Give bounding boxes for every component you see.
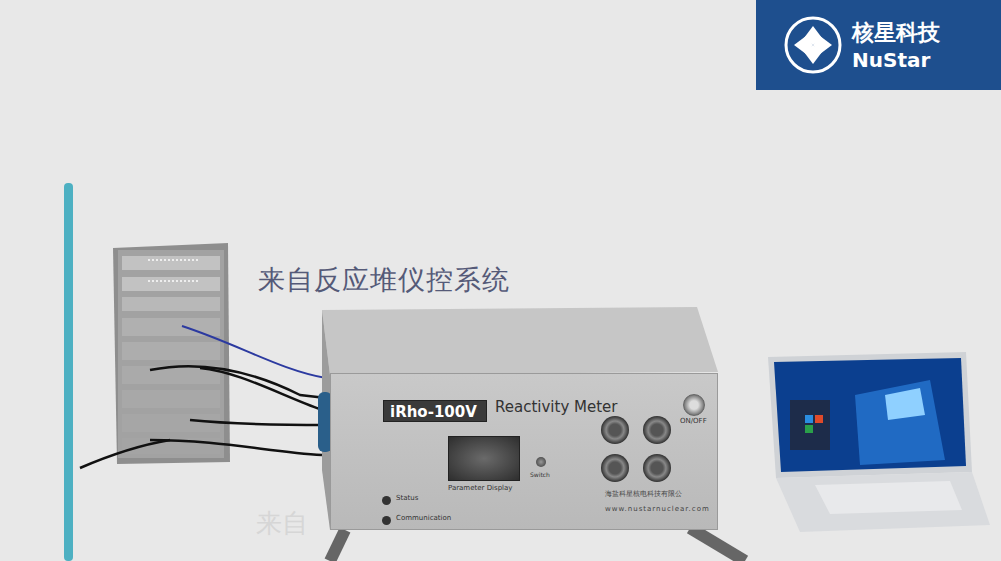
screen-glass [448,436,520,481]
product-name: Reactivity Meter [495,398,617,416]
display-screen: Parameter Display [448,436,520,498]
knob [601,454,629,482]
rod [64,183,73,561]
meter-panel: Reactivity Meter 海盐科星核电科技有限公 www.nustarnuc… [330,373,718,530]
meter-body [318,307,745,561]
switch-label: Switch [530,471,550,478]
display-label: Parameter Display [448,484,512,492]
status-led [382,496,391,505]
knob [643,454,671,482]
logo-text: NuStar [852,48,930,72]
switch-toggle [536,457,546,467]
wires [80,326,326,468]
logo-box: 核星科技NuStar [838,10,998,80]
model-badge: iRho-100V [383,400,487,422]
model-name: iRho-100V [390,403,477,421]
communication-label: Communication [396,514,451,522]
status-label: Status [396,494,418,502]
company-url: www.nustarnuclear.com [605,505,710,513]
logo-icon [756,0,1001,90]
watermark-text: 来自 [256,506,308,541]
power-button [683,394,705,416]
laptop [768,352,990,532]
knob [643,416,671,444]
power-label: ON/OFF [680,417,707,425]
knob [601,416,629,444]
logo-text: 核星科技 [852,18,940,48]
cabinet [113,243,230,464]
company-name: 海盐科星核电科技有限公 [605,489,682,499]
caption-text: 来自反应堆仪控系统 [258,262,510,298]
comm-led [382,516,391,525]
